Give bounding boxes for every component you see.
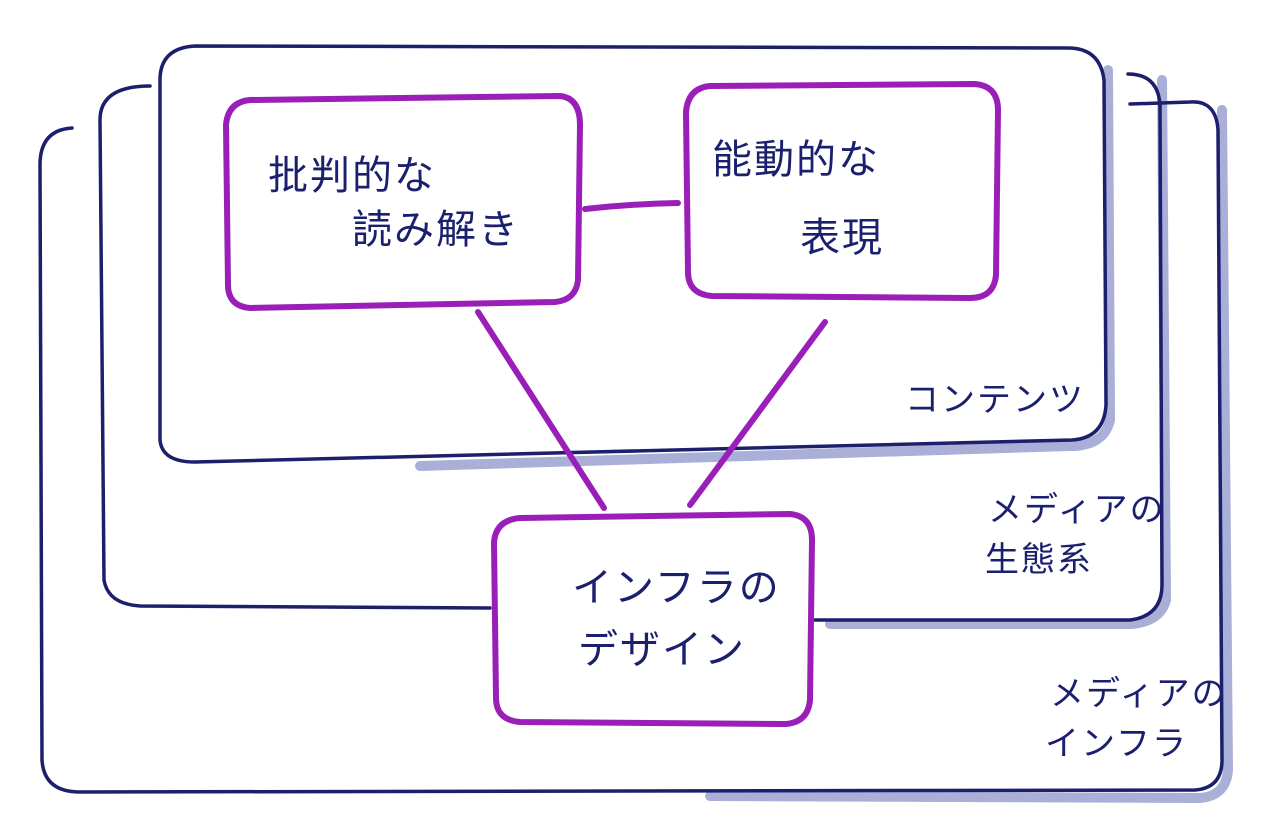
active-expression-line1: 能動的な	[712, 137, 880, 183]
active-expression-box	[683, 81, 1001, 301]
infra-design-line2: デザイン	[578, 627, 746, 673]
critical-reading-box	[223, 93, 583, 311]
ecosystem-layer-label-line1: メディアの	[988, 490, 1166, 530]
content-layer-label: コンテンツ	[905, 380, 1085, 420]
infrastructure-layer-shadow	[705, 105, 1233, 803]
connector-reading-design	[475, 309, 607, 511]
active-expression-line2: 表現	[800, 215, 884, 261]
infrastructure-layer-label-line2: インフラ	[1045, 724, 1188, 764]
infrastructure-layer-label-line1: メディアの	[1050, 674, 1228, 714]
infrastructure-layer	[38, 100, 1224, 794]
ecosystem-layer	[98, 72, 1164, 622]
ecosystem-layer-shadow	[825, 75, 1171, 629]
infra-design-line1: インフラの	[572, 565, 781, 611]
content-layer	[158, 44, 1108, 464]
ecosystem-layer-label-line2: 生態系	[985, 540, 1093, 580]
critical-reading-line2: 読み解き	[352, 207, 520, 253]
infra-design-box	[491, 511, 815, 727]
content-layer-shadow	[415, 65, 1115, 471]
connector-reading-expression	[582, 200, 681, 212]
connector-expression-design	[687, 319, 828, 508]
critical-reading-line1: 批判的な	[268, 153, 436, 199]
